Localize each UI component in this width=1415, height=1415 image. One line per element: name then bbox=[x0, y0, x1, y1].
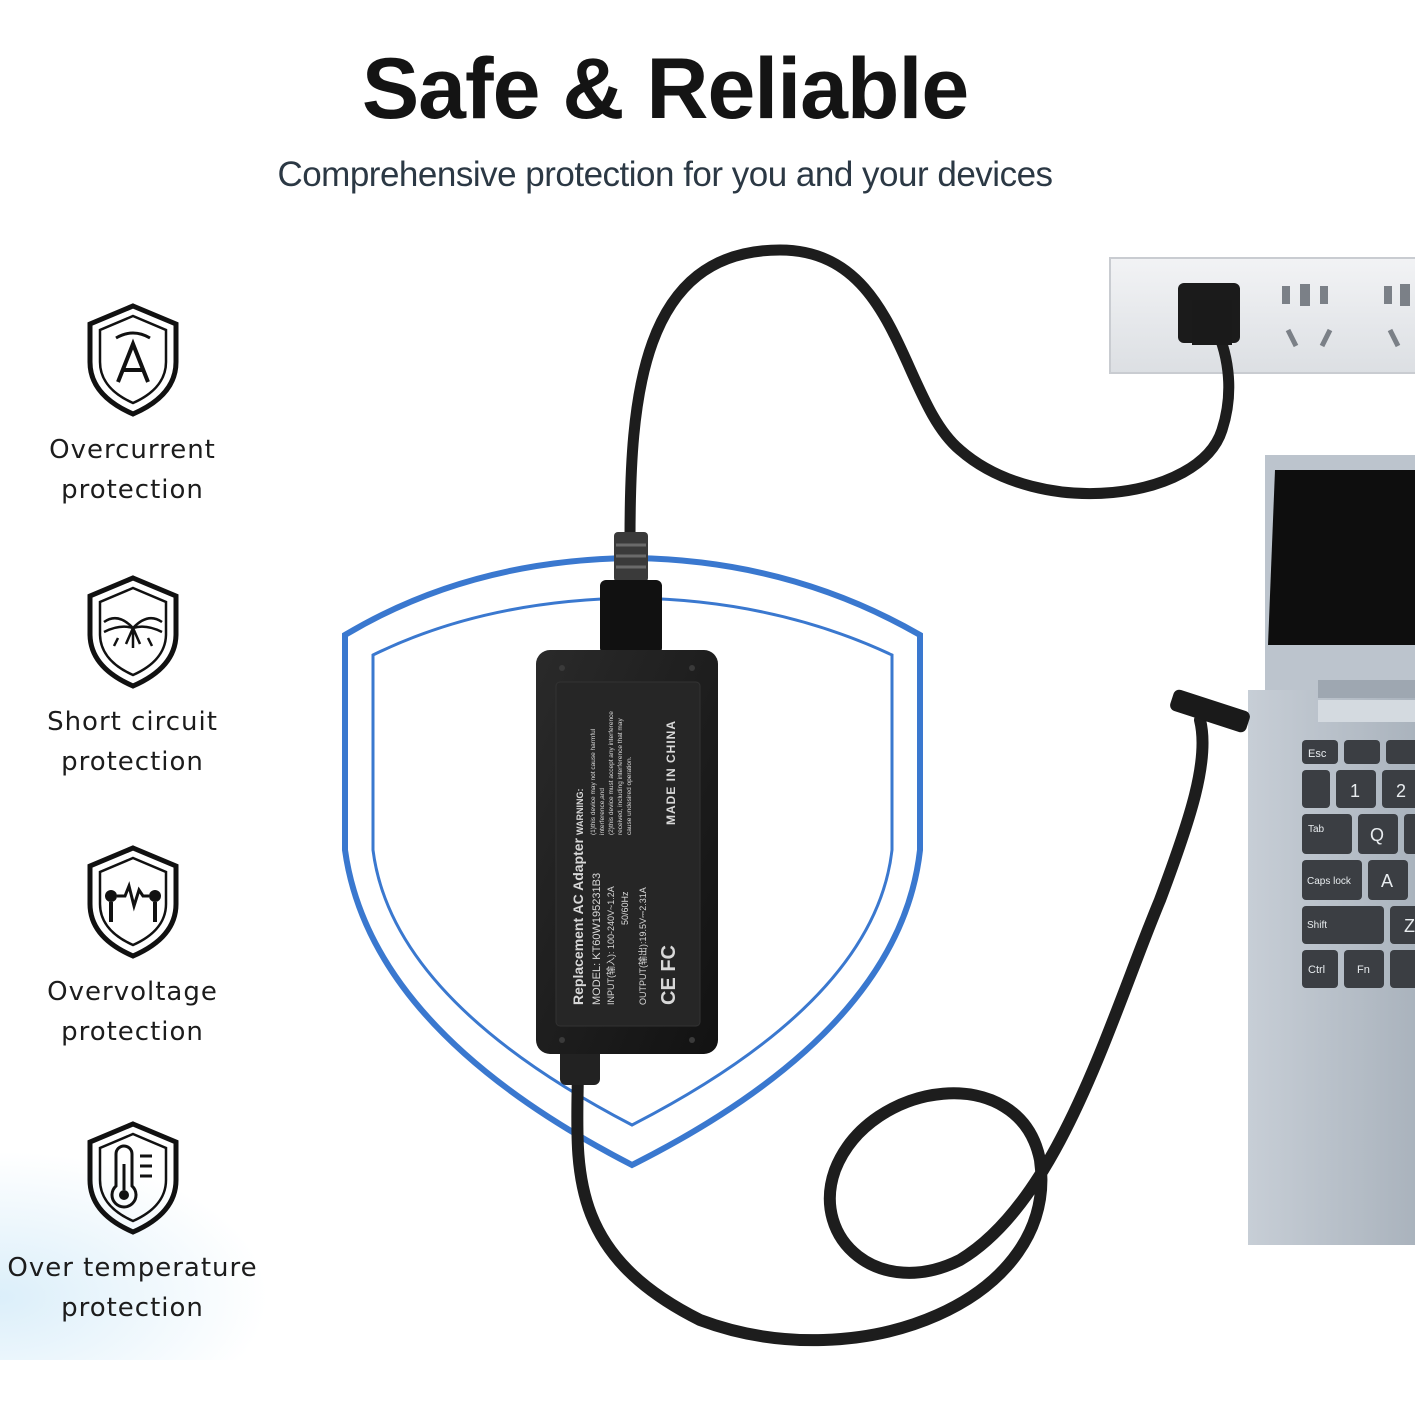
shield-a-icon bbox=[87, 303, 178, 417]
adapter-warning-line: received, including interference that ma… bbox=[617, 718, 624, 835]
adapter-warning-title: WARNING: bbox=[575, 789, 585, 836]
adapter-output: OUTPUT(输出):19.5V⎓2.31A bbox=[637, 887, 648, 1005]
wall-plug bbox=[1192, 300, 1232, 345]
wall-socket bbox=[1109, 257, 1415, 374]
laptop: Esc 1 2 Tab Q Caps lock A Shift Z Ctrl F… bbox=[1248, 455, 1415, 1245]
adapter-frequency: 50/60Hz bbox=[620, 891, 630, 925]
key-caps-lock: Caps lock bbox=[1307, 876, 1352, 887]
key-1: 1 bbox=[1350, 781, 1360, 801]
adapter-warning-line: (1)this device may not cause harmful bbox=[590, 728, 597, 835]
adapter-warning-line: cause undesired operation. bbox=[626, 756, 633, 835]
adapter-warning-line: interference,and bbox=[599, 788, 606, 835]
shield-spark-icon bbox=[87, 575, 178, 689]
feature-overcurrent: Overcurrent protection bbox=[0, 300, 265, 510]
key-tab: Tab bbox=[1308, 824, 1325, 835]
adapter-marks: CE FC bbox=[658, 945, 680, 1005]
shield-voltage-icon bbox=[87, 845, 178, 959]
key-q: Q bbox=[1370, 825, 1384, 845]
feature-label: Overcurrent protection bbox=[49, 435, 216, 505]
background-glow bbox=[0, 1150, 270, 1360]
page-subtitle: Comprehensive protection for you and you… bbox=[277, 155, 1053, 194]
key-shift: Shift bbox=[1307, 920, 1327, 931]
feature-label: Overvoltage protection bbox=[47, 977, 218, 1047]
adapter-input: INPUT(输入): 100-240V~1.2A bbox=[605, 886, 616, 1005]
key-z: Z bbox=[1404, 916, 1415, 936]
adapter-warning-line: (2)this device must accept any interfere… bbox=[608, 711, 615, 835]
adapter-origin: MADE IN CHINA bbox=[664, 720, 678, 825]
feature-label: Over temperature protection bbox=[7, 1253, 258, 1323]
key-esc: Esc bbox=[1308, 748, 1327, 760]
key-fn: Fn bbox=[1357, 964, 1370, 976]
adapter-label: Replacement AC Adapter MODEL: KT60W19523… bbox=[570, 711, 680, 1005]
protection-shield bbox=[342, 554, 923, 1169]
shield-thermometer-icon bbox=[87, 1121, 178, 1235]
adapter-product-name: Replacement AC Adapter bbox=[570, 837, 586, 1005]
key-ctrl: Ctrl bbox=[1308, 964, 1325, 976]
dc-plug bbox=[1170, 689, 1250, 733]
ac-adapter: Replacement AC Adapter MODEL: KT60W19523… bbox=[536, 650, 718, 1054]
feature-overvoltage: Overvoltage protection bbox=[0, 842, 265, 1052]
feature-over-temperature: Over temperature protection bbox=[0, 1118, 265, 1328]
key-2: 2 bbox=[1396, 781, 1406, 801]
feature-label: Short circuit protection bbox=[47, 707, 218, 777]
ac-inlet-connector bbox=[560, 532, 662, 1085]
power-cable bbox=[571, 244, 1235, 1347]
page-title: Safe & Reliable bbox=[361, 41, 969, 137]
adapter-model: MODEL: KT60W195231B3 bbox=[591, 873, 603, 1005]
keyboard: Esc 1 2 Tab Q Caps lock A Shift Z Ctrl F… bbox=[1302, 740, 1415, 988]
feature-short-circuit: Short circuit protection bbox=[0, 572, 265, 782]
key-a: A bbox=[1381, 871, 1393, 891]
